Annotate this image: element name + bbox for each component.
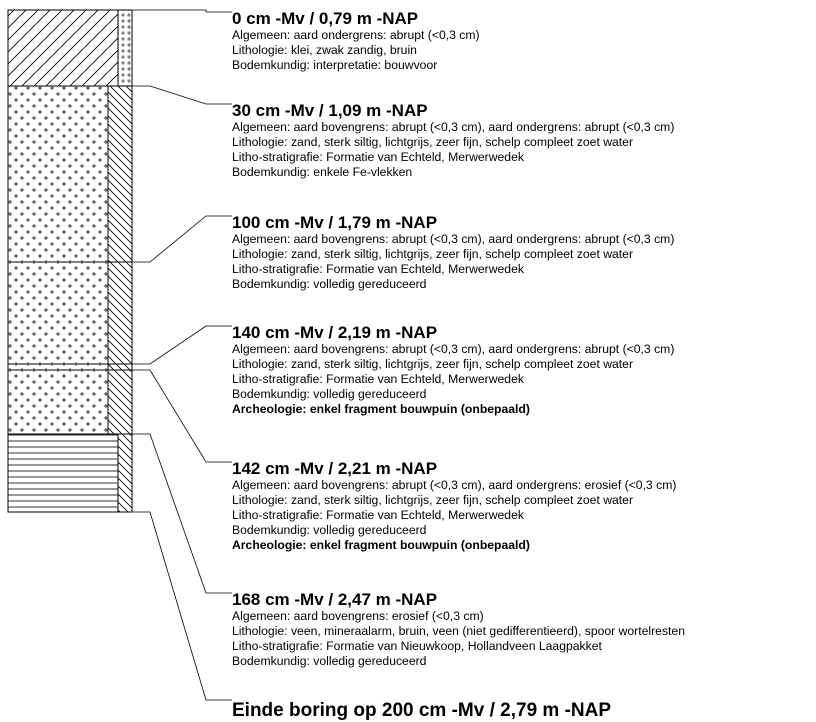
layer-line: Lithologie: zand, sterk siltig, lichtgri… <box>232 247 816 262</box>
layer-line: Lithologie: zand, sterk siltig, lichtgri… <box>232 357 816 372</box>
layer-line: Bodemkundig: volledig gereduceerd <box>232 523 816 538</box>
layer-line: Algemeen: aard bovengrens: abrupt (<0,3 … <box>232 342 816 357</box>
layer-6-side <box>118 434 132 512</box>
layer-5-side <box>108 370 132 434</box>
layer-line: Bodemkundig: volledig gereduceerd <box>232 387 816 402</box>
layer-description-6: 168 cm -Mv / 2,47 m -NAP Algemeen: aard … <box>232 590 816 669</box>
layer-line: Bodemkundig: interpretatie: bouwvoor <box>232 58 816 73</box>
layer-heading: 142 cm -Mv / 2,21 m -NAP <box>232 459 816 478</box>
archeology-note: Archeologie: enkel fragment bouwpuin (on… <box>232 402 816 417</box>
layer-line: Lithologie: zand, sterk siltig, lichtgri… <box>232 135 816 150</box>
leader-line-5 <box>132 370 232 462</box>
layer-heading: 140 cm -Mv / 2,19 m -NAP <box>232 323 816 342</box>
layer-line: Bodemkundig: enkele Fe-vlekken <box>232 165 816 180</box>
layer-heading: 100 cm -Mv / 1,79 m -NAP <box>232 213 816 232</box>
layer-heading: 168 cm -Mv / 2,47 m -NAP <box>232 590 816 609</box>
boring-end-label: Einde boring op 200 cm -Mv / 2,79 m -NAP <box>232 700 611 721</box>
layer-description-2: 30 cm -Mv / 1,09 m -NAP Algemeen: aard b… <box>232 101 816 180</box>
layer-line: Lithologie: zand, sterk siltig, lichtgri… <box>232 493 816 508</box>
leader-lines <box>132 10 232 700</box>
leader-line-3 <box>132 216 232 262</box>
layer-line: Algemeen: aard bovengrens: erosief (<0,3… <box>232 609 816 624</box>
layer-2-side <box>108 86 132 262</box>
layer-2-main <box>8 86 108 262</box>
layer-4-main <box>8 364 108 370</box>
layer-1-side <box>118 10 132 86</box>
layer-line: Litho-stratigrafie: Formatie van Echteld… <box>232 508 816 523</box>
layer-line: Lithologie: klei, zwak zandig, bruin <box>232 43 816 58</box>
leader-line-1 <box>132 10 232 12</box>
leader-line-end <box>132 512 232 700</box>
layer-line: Litho-stratigrafie: Formatie van Echteld… <box>232 372 816 387</box>
leader-line-6 <box>132 434 232 593</box>
layer-heading: 0 cm -Mv / 0,79 m -NAP <box>232 9 816 28</box>
layer-6-main <box>8 434 118 512</box>
layer-line: Algemeen: aard ondergrens: abrupt (<0,3 … <box>232 28 816 43</box>
layer-line: Bodemkundig: volledig gereduceerd <box>232 277 816 292</box>
layer-line: Litho-stratigrafie: Formatie van Echteld… <box>232 262 816 277</box>
layer-1-main <box>8 10 118 86</box>
layer-description-3: 100 cm -Mv / 1,79 m -NAP Algemeen: aard … <box>232 213 816 292</box>
layer-description-1: 0 cm -Mv / 0,79 m -NAP Algemeen: aard on… <box>232 9 816 73</box>
layer-line: Litho-stratigrafie: Formatie van Echteld… <box>232 150 816 165</box>
leader-line-4 <box>132 326 232 364</box>
layer-heading: 30 cm -Mv / 1,09 m -NAP <box>232 101 816 120</box>
layer-description-5: 142 cm -Mv / 2,21 m -NAP Algemeen: aard … <box>232 459 816 553</box>
layer-line: Lithologie: veen, mineraalarm, bruin, ve… <box>232 624 816 639</box>
leader-line-2 <box>132 86 232 104</box>
layer-5-main <box>8 370 108 434</box>
layer-line: Bodemkundig: volledig gereduceerd <box>232 654 816 669</box>
layer-line: Algemeen: aard bovengrens: abrupt (<0,3 … <box>232 478 816 493</box>
layer-4-side <box>108 364 132 370</box>
layer-line: Algemeen: aard bovengrens: abrupt (<0,3 … <box>232 232 816 247</box>
layer-description-4: 140 cm -Mv / 2,19 m -NAP Algemeen: aard … <box>232 323 816 417</box>
layer-3-side <box>108 262 132 364</box>
layer-line: Algemeen: aard bovengrens: abrupt (<0,3 … <box>232 120 816 135</box>
archeology-note: Archeologie: enkel fragment bouwpuin (on… <box>232 538 816 553</box>
layer-3-main <box>8 262 108 364</box>
layer-line: Litho-stratigrafie: Formatie van Nieuwko… <box>232 639 816 654</box>
